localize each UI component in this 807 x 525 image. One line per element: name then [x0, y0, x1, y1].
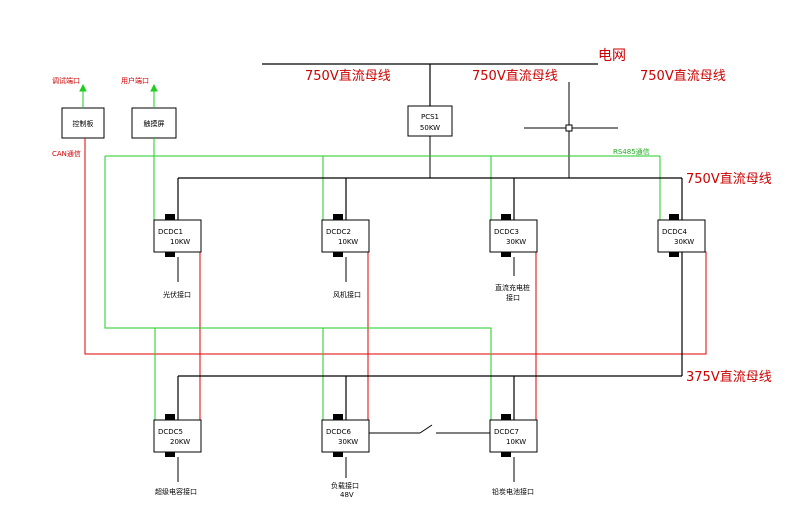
dcdc7-rating: 10KW — [506, 438, 526, 446]
dcdc2-rating: 10KW — [338, 238, 358, 246]
dcdc2-box: DCDC2 10KW — [321, 214, 370, 257]
dcdc1-name: DCDC1 — [158, 228, 183, 236]
dcdc7-box: DCDC7 10KW — [489, 414, 538, 457]
user-port-label: 用户端口 — [121, 76, 149, 85]
bus750-main — [177, 177, 683, 220]
rs485-bus-green — [104, 138, 661, 420]
dcdc5-port-label: 超级电容接口 — [155, 487, 197, 496]
grid-bus — [262, 63, 598, 106]
tie-switch — [369, 424, 490, 434]
dcdc2-name: DCDC2 — [326, 228, 351, 236]
dcdc6-port-label-1: 负载接口 — [331, 481, 359, 490]
dcdc3-rating: 30KW — [506, 238, 526, 246]
dcdc6-box: DCDC6 30KW — [321, 414, 370, 457]
rs485-comm-label: RS485通信 — [613, 147, 650, 156]
dcdc4-box: DCDC4 30KW — [657, 214, 706, 257]
dcdc3-name: DCDC3 — [494, 228, 519, 236]
touch-screen-label: 触摸屏 — [144, 119, 165, 128]
pcs1-box: PCS1 50KW — [407, 105, 453, 137]
touch-screen: 触摸屏 — [131, 107, 177, 139]
upper-port-stubs — [177, 257, 515, 282]
can-comm-label: CAN通信 — [52, 149, 81, 158]
bus750-tap — [524, 82, 618, 178]
dcdc3-box: DCDC3 30KW — [489, 214, 538, 257]
bus750-label-b: 750V直流母线 — [472, 69, 558, 84]
dcdc7-name: DCDC7 — [494, 428, 519, 436]
dcdc4-name: DCDC4 — [662, 228, 688, 236]
debug-port-arrow — [79, 83, 87, 108]
dcdc1-box: DCDC1 10KW — [153, 214, 202, 257]
dcdc1-port-label: 光伏接口 — [163, 290, 191, 299]
dcdc6-name: DCDC6 — [326, 428, 352, 436]
dcdc3-port-label-2: 接口 — [506, 293, 520, 302]
dcdc3-port-label-1: 直流充电桩 — [495, 283, 530, 292]
dcdc7-port-label: 铅炭电池接口 — [492, 487, 534, 496]
pcs1-rating: 50KW — [420, 124, 440, 132]
debug-port-label: 调试端口 — [52, 76, 80, 85]
bus375-label: 375V直流母线 — [686, 370, 772, 385]
user-port-arrow — [150, 83, 158, 108]
dcdc6-port-label-2: 48V — [340, 491, 354, 499]
grid-label: 电网 — [598, 48, 626, 64]
bus750-label-a: 750V直流母线 — [305, 69, 391, 84]
control-board-label: 控制板 — [73, 119, 94, 128]
dcdc1-rating: 10KW — [170, 238, 190, 246]
dcdc5-rating: 20KW — [170, 438, 190, 446]
dcdc6-rating: 30KW — [338, 438, 358, 446]
bus750-label-c: 750V直流母线 — [640, 69, 726, 84]
dcdc5-box: DCDC5 20KW — [153, 414, 202, 457]
pcs1-name: PCS1 — [421, 113, 439, 121]
dcdc4-rating: 30KW — [674, 238, 694, 246]
control-board: 控制板 — [61, 107, 105, 139]
dcdc5-name: DCDC5 — [158, 428, 183, 436]
dcdc2-port-label: 风机接口 — [333, 290, 361, 299]
bus375-main — [177, 252, 683, 420]
bus750-label-d: 750V直流母线 — [686, 172, 772, 187]
lower-port-stubs — [177, 457, 515, 482]
